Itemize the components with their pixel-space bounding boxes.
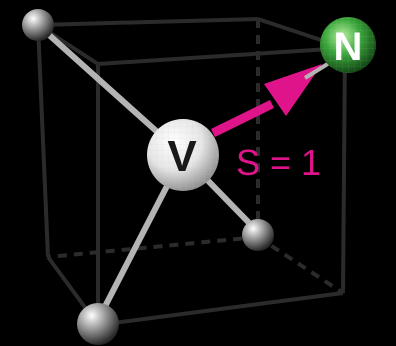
vacancy-label: V [167,132,197,181]
carbon-atom-bottom [77,303,119,345]
nitrogen-mesh [320,17,376,73]
cube-edge-top-front [97,46,346,66]
nitrogen-label: N [334,25,363,69]
carbon-atom-top-left [22,9,54,41]
cube-edge-right-front [341,47,347,294]
cube-edge-back-bottom-left [47,235,259,259]
carbon-atoms [22,9,274,345]
cube-visible-edges [36,17,347,327]
bonds [35,22,261,323]
cube-edge-left-back [36,24,50,258]
spin-label: S = 1 [236,142,321,183]
cube-edge-back-bottom-right [256,235,345,295]
cube-edge-bottom-front [97,291,344,327]
spin-arrow [211,64,322,138]
vacancy-mesh [147,119,219,191]
cube-edge-top-back [37,17,259,27]
nitrogen-site: N [320,17,376,73]
spin-arrow-shaft [211,99,274,138]
carbon-atom-back [242,219,274,251]
vacancy-site: V [147,119,219,191]
